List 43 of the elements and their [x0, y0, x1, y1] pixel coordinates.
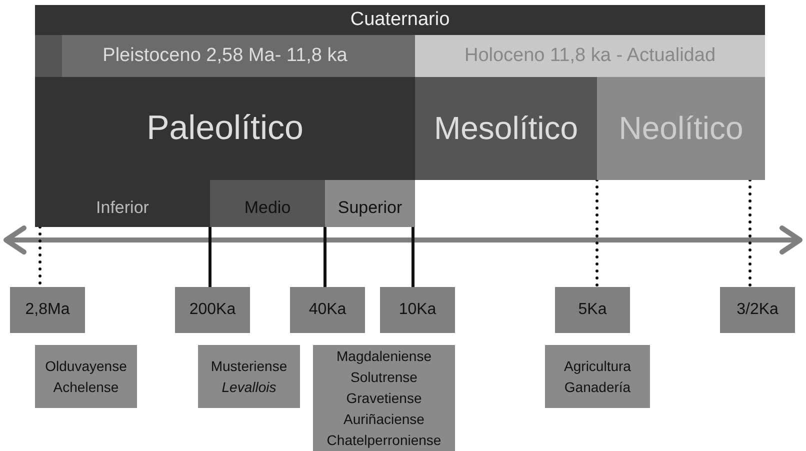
culture-list: Olduvayense Achelense — [45, 356, 127, 398]
subperiod-band — [210, 180, 325, 227]
date-box — [290, 287, 365, 333]
period-title: Paleolítico — [146, 109, 304, 148]
subperiod-title: Superior — [338, 198, 402, 218]
dotted-connector — [596, 178, 598, 288]
connector-line — [324, 227, 326, 287]
period-band — [415, 77, 597, 180]
subperiod-band — [325, 180, 415, 227]
connector-line — [412, 227, 414, 287]
date-box — [555, 287, 630, 333]
date-label: 5Ka — [578, 301, 607, 319]
culture-box — [313, 345, 455, 451]
date-box — [10, 287, 85, 333]
date-box — [720, 287, 795, 333]
period-title: Mesolítico — [434, 110, 578, 147]
epoch-band — [35, 35, 415, 77]
culture-box — [198, 345, 300, 408]
period-title: Neolítico — [618, 110, 744, 147]
date-box — [175, 287, 250, 333]
period-band — [35, 77, 415, 180]
culture-list: Magdaleniense Solutrense Gravetiense Auriñaciense Chatelperroniense — [326, 346, 442, 450]
culture-box — [545, 345, 650, 408]
period-band — [597, 77, 765, 180]
culture-list: Agricultura Ganadería — [564, 356, 631, 398]
date-label: 10Ka — [398, 301, 436, 319]
epoch-title: Pleistoceno 2,58 Ma- 11,8 ka — [102, 45, 348, 67]
connector-line — [208, 227, 212, 287]
date-label: 3/2Ka — [736, 301, 778, 319]
epoch-title: Holoceno 11,8 ka - Actualidad — [464, 45, 716, 67]
subperiod-band — [35, 180, 210, 227]
epoch-band — [415, 35, 765, 77]
date-label: 40Ka — [308, 301, 346, 319]
subperiod-title: Medio — [244, 198, 291, 218]
date-label: 2,8Ma — [25, 301, 70, 319]
dotted-connector — [748, 178, 752, 288]
subperiod-title: Inferior — [96, 198, 149, 218]
culture-box — [35, 345, 137, 408]
era-title: Cuaternario — [350, 9, 450, 31]
date-box — [380, 287, 455, 333]
date-label: 200Ka — [189, 301, 236, 319]
culture-list: Musteriense Levallois — [210, 356, 288, 398]
era-band — [35, 5, 765, 35]
